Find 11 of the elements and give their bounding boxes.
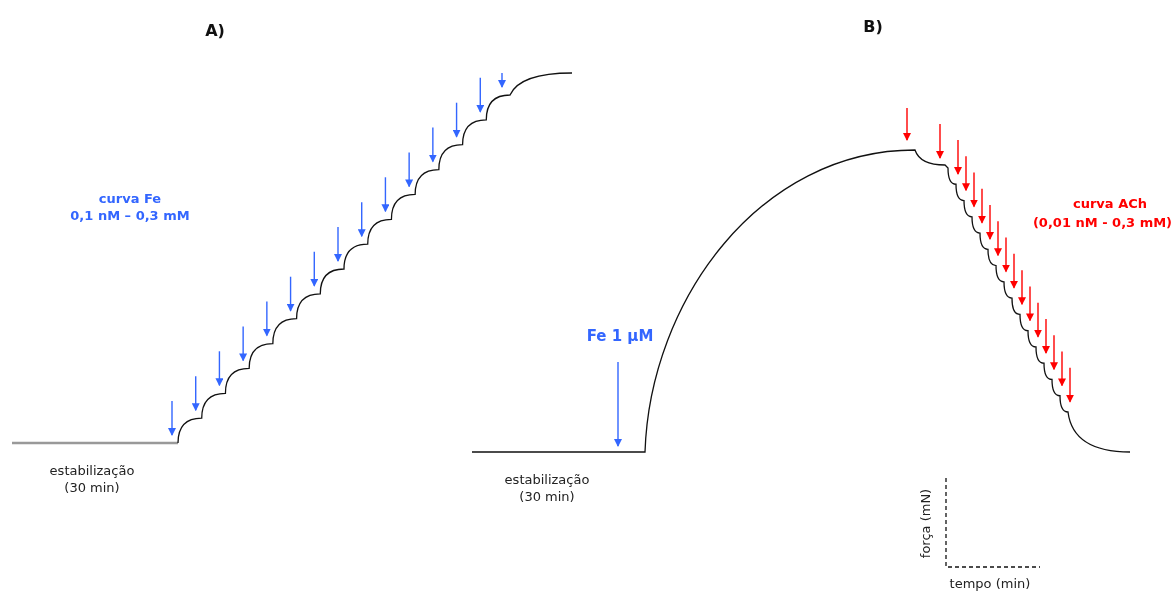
axis-label: tempo (min): [948, 575, 1032, 592]
curve-label: curva ACh: [1072, 195, 1148, 212]
period-label: estabilização (30 min): [503, 471, 591, 505]
panel-label: A): [204, 22, 226, 39]
curve-label: curva Fe: [97, 190, 163, 207]
axis-label: força (mN): [916, 487, 934, 561]
concentration-range: (0,01 nM - 0,3 mM): [1031, 214, 1171, 231]
panel-label: B): [862, 18, 884, 35]
period-label: estabilização (30 min): [48, 462, 136, 496]
concentration-range: 0,1 nM – 0,3 mM: [70, 207, 190, 224]
dose-label: Fe 1 µM: [585, 328, 655, 345]
